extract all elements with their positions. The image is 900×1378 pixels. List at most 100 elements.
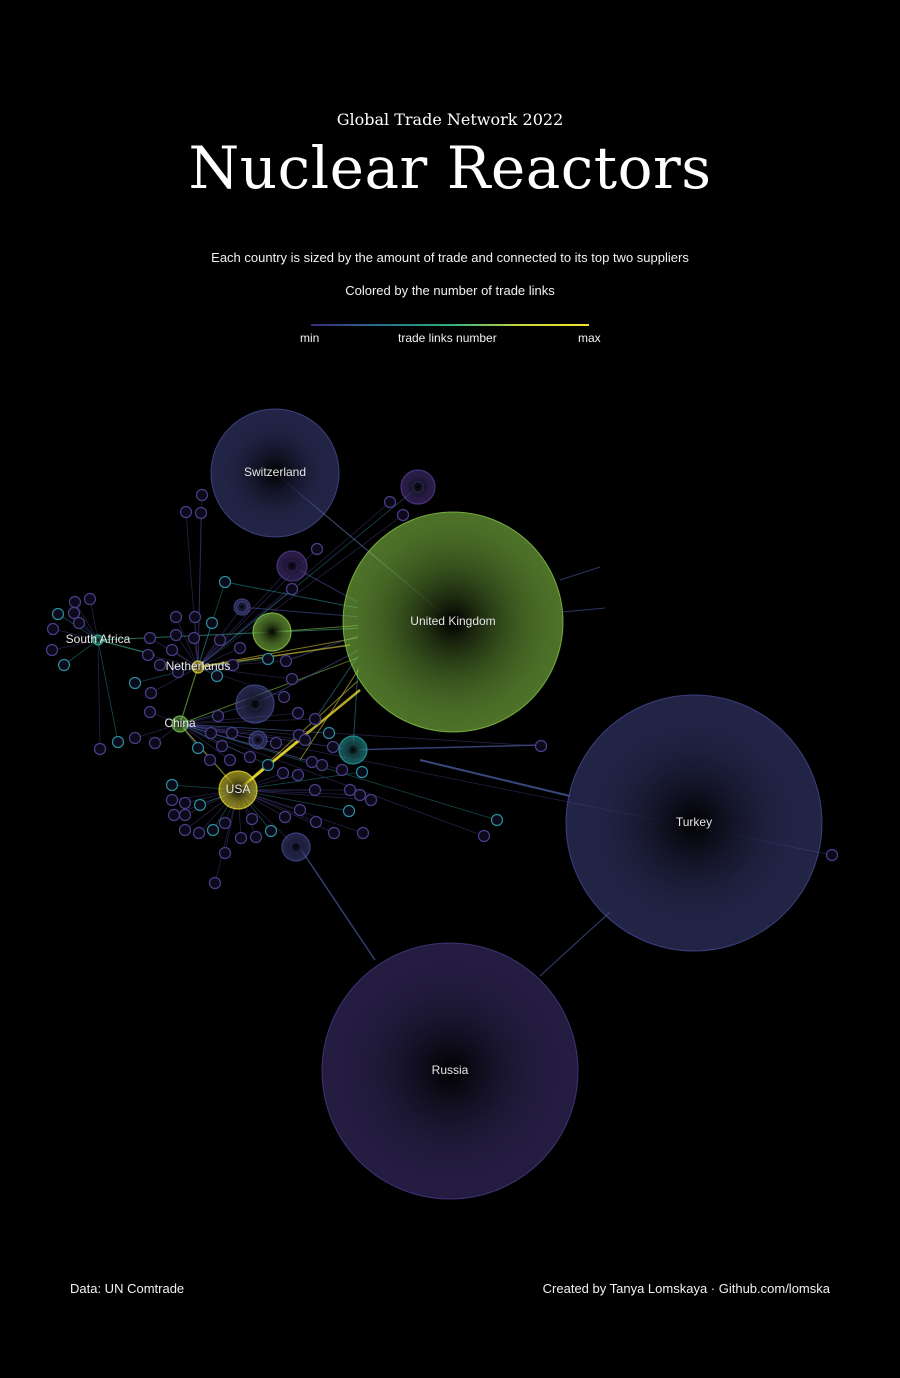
country-node[interactable] bbox=[233, 641, 247, 655]
country-node[interactable] bbox=[45, 643, 59, 657]
country-node[interactable] bbox=[165, 778, 179, 792]
country-node[interactable] bbox=[309, 815, 323, 829]
node-russia[interactable] bbox=[321, 942, 579, 1200]
country-node[interactable] bbox=[235, 684, 275, 724]
country-node[interactable] bbox=[128, 676, 142, 690]
country-node[interactable] bbox=[208, 876, 222, 890]
country-node[interactable] bbox=[305, 755, 319, 769]
country-node[interactable] bbox=[205, 616, 219, 630]
country-node[interactable] bbox=[51, 607, 65, 621]
country-node[interactable] bbox=[534, 739, 548, 753]
country-node[interactable] bbox=[226, 658, 240, 672]
country-node[interactable] bbox=[192, 826, 206, 840]
country-node[interactable] bbox=[213, 633, 227, 647]
country-node[interactable] bbox=[277, 690, 291, 704]
country-node[interactable] bbox=[218, 846, 232, 860]
country-node[interactable] bbox=[210, 669, 224, 683]
country-node[interactable] bbox=[396, 508, 410, 522]
country-node[interactable] bbox=[234, 831, 248, 845]
country-node[interactable] bbox=[477, 829, 491, 843]
country-node[interactable] bbox=[285, 672, 299, 686]
country-node[interactable] bbox=[57, 658, 71, 672]
country-node[interactable] bbox=[128, 731, 142, 745]
country-node[interactable] bbox=[298, 733, 312, 747]
country-node[interactable] bbox=[490, 813, 504, 827]
country-node[interactable] bbox=[178, 823, 192, 837]
country-node[interactable] bbox=[111, 735, 125, 749]
node-netherlands[interactable] bbox=[191, 660, 205, 674]
country-node[interactable] bbox=[281, 832, 311, 862]
country-node[interactable] bbox=[335, 763, 349, 777]
country-node[interactable] bbox=[195, 488, 209, 502]
country-node[interactable] bbox=[278, 810, 292, 824]
country-node[interactable] bbox=[141, 648, 155, 662]
country-node[interactable] bbox=[343, 783, 357, 797]
country-node[interactable] bbox=[223, 753, 237, 767]
country-node[interactable] bbox=[342, 804, 356, 818]
country-node[interactable] bbox=[308, 783, 322, 797]
country-node[interactable] bbox=[364, 793, 378, 807]
country-node[interactable] bbox=[264, 824, 278, 838]
country-node[interactable] bbox=[144, 686, 158, 700]
country-node[interactable] bbox=[233, 598, 251, 616]
node-china[interactable] bbox=[171, 715, 189, 733]
country-node[interactable] bbox=[279, 654, 293, 668]
country-node[interactable] bbox=[276, 550, 308, 582]
country-node[interactable] bbox=[143, 631, 157, 645]
country-node[interactable] bbox=[356, 826, 370, 840]
country-node[interactable] bbox=[308, 712, 322, 726]
country-node[interactable] bbox=[67, 606, 81, 620]
country-node[interactable] bbox=[203, 753, 217, 767]
country-node[interactable] bbox=[171, 665, 185, 679]
country-node[interactable] bbox=[291, 706, 305, 720]
country-node[interactable] bbox=[218, 816, 232, 830]
country-node[interactable] bbox=[245, 812, 259, 826]
node-south-africa[interactable] bbox=[92, 634, 104, 646]
country-node[interactable] bbox=[326, 740, 340, 754]
country-node[interactable] bbox=[72, 616, 86, 630]
country-node[interactable] bbox=[310, 542, 324, 556]
country-node[interactable] bbox=[293, 803, 307, 817]
country-node[interactable] bbox=[215, 739, 229, 753]
country-node[interactable] bbox=[225, 726, 239, 740]
country-node[interactable] bbox=[188, 610, 202, 624]
country-node[interactable] bbox=[249, 830, 263, 844]
country-node[interactable] bbox=[93, 742, 107, 756]
country-node[interactable] bbox=[211, 709, 225, 723]
country-node[interactable] bbox=[169, 610, 183, 624]
country-node[interactable] bbox=[83, 592, 97, 606]
country-node[interactable] bbox=[338, 735, 368, 765]
country-node[interactable] bbox=[148, 736, 162, 750]
country-node[interactable] bbox=[153, 658, 167, 672]
country-node[interactable] bbox=[243, 750, 257, 764]
country-node[interactable] bbox=[322, 726, 336, 740]
country-node[interactable] bbox=[315, 758, 329, 772]
country-node[interactable] bbox=[143, 705, 157, 719]
country-node[interactable] bbox=[353, 788, 367, 802]
country-node[interactable] bbox=[252, 612, 292, 652]
country-node[interactable] bbox=[193, 798, 207, 812]
country-node[interactable] bbox=[291, 768, 305, 782]
country-node[interactable] bbox=[167, 808, 181, 822]
country-node[interactable] bbox=[383, 495, 397, 509]
node-united-kingdom[interactable] bbox=[342, 511, 564, 733]
country-node[interactable] bbox=[355, 765, 369, 779]
country-node[interactable] bbox=[285, 582, 299, 596]
country-node[interactable] bbox=[261, 652, 275, 666]
country-node[interactable] bbox=[248, 730, 268, 750]
country-node[interactable] bbox=[261, 758, 275, 772]
country-node[interactable] bbox=[327, 826, 341, 840]
country-node[interactable] bbox=[46, 622, 60, 636]
country-node[interactable] bbox=[68, 595, 82, 609]
country-node[interactable] bbox=[276, 766, 290, 780]
country-node[interactable] bbox=[178, 796, 192, 810]
country-node[interactable] bbox=[165, 793, 179, 807]
country-node[interactable] bbox=[191, 741, 205, 755]
country-node[interactable] bbox=[178, 808, 192, 822]
country-node[interactable] bbox=[204, 726, 218, 740]
country-node[interactable] bbox=[400, 469, 436, 505]
country-node[interactable] bbox=[269, 736, 283, 750]
country-node[interactable] bbox=[169, 628, 183, 642]
country-node[interactable] bbox=[165, 643, 179, 657]
country-node[interactable] bbox=[187, 631, 201, 645]
